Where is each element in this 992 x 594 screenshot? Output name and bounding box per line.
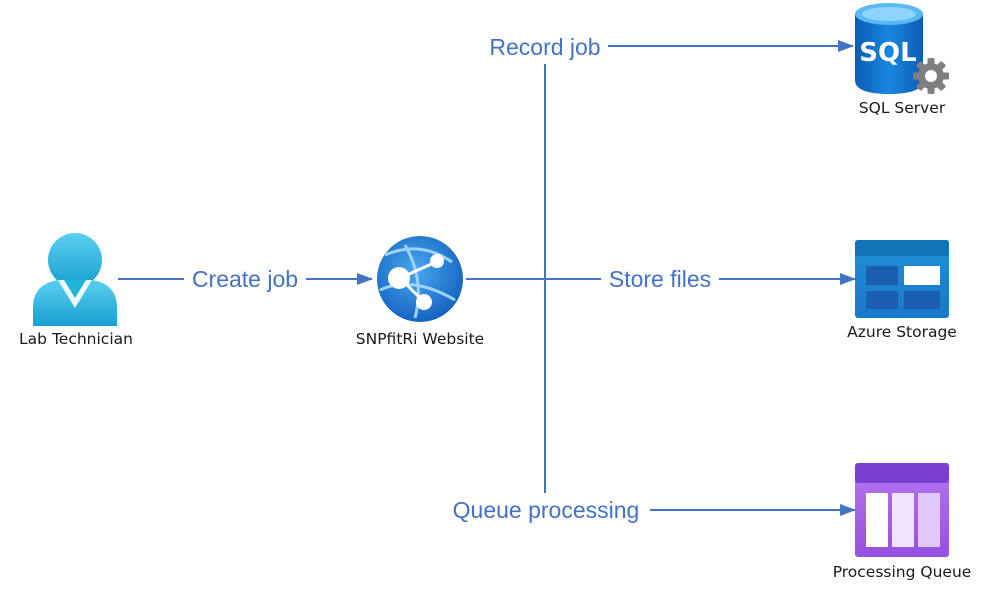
sql-server-label: SQL Server	[859, 99, 946, 117]
user-icon	[33, 233, 117, 326]
store-files-label: Store files	[609, 266, 711, 292]
azure-storage-label: Azure Storage	[847, 323, 957, 341]
queue-processing-label: Queue processing	[453, 497, 640, 523]
create-job-label: Create job	[192, 266, 298, 292]
processing-queue-label: Processing Queue	[833, 563, 972, 581]
sql-server-icon: SQL	[855, 3, 923, 94]
sql-icon-text: SQL	[859, 38, 916, 68]
website-label: SNPfitRi Website	[356, 330, 484, 348]
storage-account-icon	[855, 240, 949, 318]
connectors	[118, 40, 856, 516]
gear-icon	[913, 58, 949, 94]
queue-icon	[855, 463, 949, 557]
web-app-icon	[377, 236, 463, 322]
record-job-label: Record job	[489, 34, 600, 60]
lab-technician-label: Lab Technician	[19, 330, 133, 348]
